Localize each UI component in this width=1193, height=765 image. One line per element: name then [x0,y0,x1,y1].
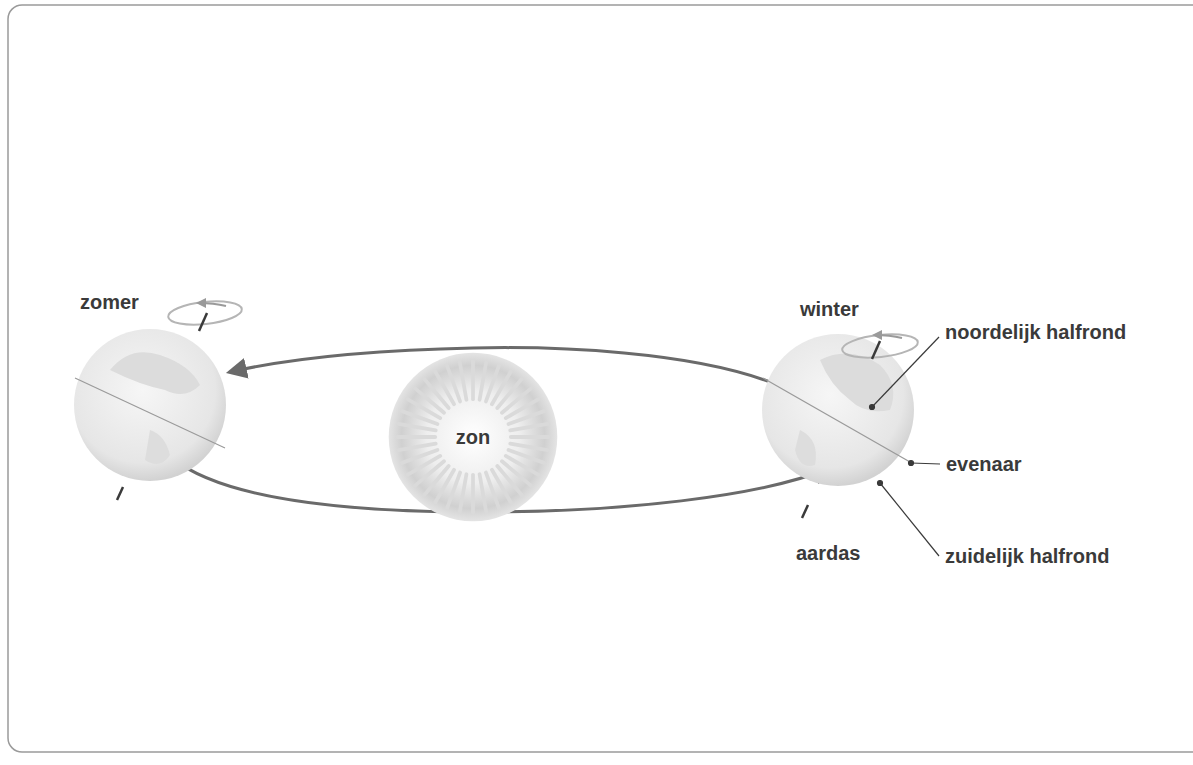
season-label: zomer [80,290,139,314]
sun-circle: zon [387,351,559,523]
hemisphere-label: zuidelijk halfrond [945,544,1109,568]
hemisphere-label: noordelijk halfrond [945,320,1126,344]
season-label: winter [800,297,859,321]
earth-globe [762,331,919,518]
frame [8,5,1193,752]
axis-label: aardas [796,541,861,565]
earth-globe [74,298,243,500]
node-text: zon [456,426,490,449]
leader-lines [870,337,941,556]
equator-label: evenaar [946,452,1022,476]
